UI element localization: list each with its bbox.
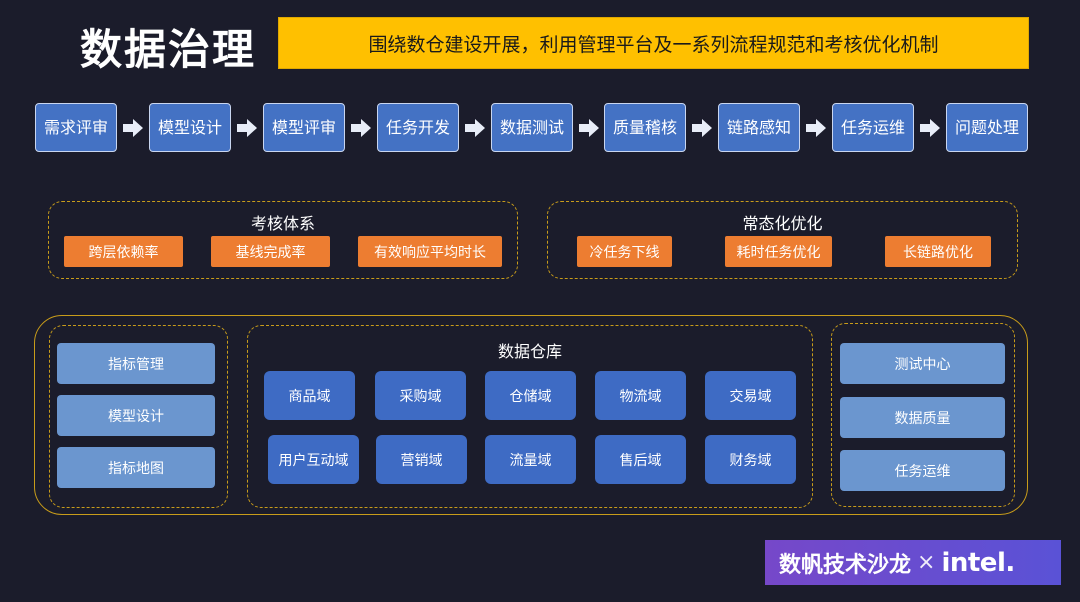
- step-issue-handling: 问题处理: [946, 103, 1028, 152]
- step-model-design: 模型设计: [149, 103, 231, 152]
- arrow-right-icon: [351, 119, 371, 137]
- brand-name: 数帆技术沙龙: [779, 552, 912, 578]
- page-title: 数据治理: [80, 25, 257, 74]
- domain-user-interaction: 用户互动域: [268, 435, 359, 484]
- arrow-right-icon: [465, 119, 485, 137]
- assessment-system-box: [48, 201, 518, 279]
- data-quality: 数据质量: [840, 397, 1005, 438]
- assessment-item-baseline: 基线完成率: [211, 236, 330, 267]
- step-lineage-awareness: 链路感知: [718, 103, 800, 152]
- task-operations: 任务运维: [840, 450, 1005, 491]
- assessment-system-title: 考核体系: [250, 214, 315, 233]
- optimization-item-long-chain: 长链路优化: [885, 236, 991, 267]
- optimization-box: [547, 201, 1018, 279]
- step-model-review: 模型评审: [263, 103, 345, 152]
- metric-map: 指标地图: [57, 447, 215, 488]
- optimization-item-cold-tasks: 冷任务下线: [577, 236, 672, 267]
- model-design: 模型设计: [57, 395, 215, 436]
- domain-traffic: 流量域: [485, 435, 576, 484]
- arrow-right-icon: [806, 119, 826, 137]
- optimization-item-slow-tasks: 耗时任务优化: [725, 236, 832, 267]
- left-panel-box: [49, 325, 228, 508]
- platform-container: [34, 315, 1028, 515]
- step-requirement-review: 需求评审: [35, 103, 117, 152]
- step-task-operations: 任务运维: [832, 103, 914, 152]
- arrow-right-icon: [237, 119, 257, 137]
- domain-trading: 交易域: [705, 371, 796, 420]
- step-data-testing: 数据测试: [491, 103, 573, 152]
- intel-logo: intel.: [941, 547, 1015, 578]
- assessment-item-cross-layer: 跨层依赖率: [64, 236, 183, 267]
- step-quality-audit: 质量稽核: [604, 103, 686, 152]
- right-panel-box: [831, 323, 1015, 507]
- arrow-right-icon: [920, 119, 940, 137]
- assessment-item-response-time: 有效响应平均时长: [358, 236, 502, 267]
- domain-finance: 财务域: [705, 435, 796, 484]
- data-warehouse-title: 数据仓库: [497, 342, 562, 361]
- arrow-right-icon: [123, 119, 143, 137]
- domain-after-sales: 售后域: [595, 435, 686, 484]
- summary-banner: 围绕数仓建设开展，利用管理平台及一系列流程规范和考核优化机制: [278, 17, 1029, 69]
- domain-marketing: 营销域: [376, 435, 467, 484]
- brand-times: ×: [917, 550, 936, 575]
- domain-purchasing: 采购域: [375, 371, 466, 420]
- step-task-development: 任务开发: [377, 103, 459, 152]
- domain-logistics: 物流域: [595, 371, 686, 420]
- metric-management: 指标管理: [57, 343, 215, 384]
- brand-banner: 数帆技术沙龙 × intel.: [765, 540, 1061, 585]
- arrow-right-icon: [692, 119, 712, 137]
- data-warehouse-box: [247, 325, 813, 508]
- optimization-title: 常态化优化: [742, 214, 823, 233]
- test-center: 测试中心: [840, 343, 1005, 384]
- domain-product: 商品域: [264, 371, 355, 420]
- domain-warehousing: 仓储域: [485, 371, 576, 420]
- arrow-right-icon: [579, 119, 599, 137]
